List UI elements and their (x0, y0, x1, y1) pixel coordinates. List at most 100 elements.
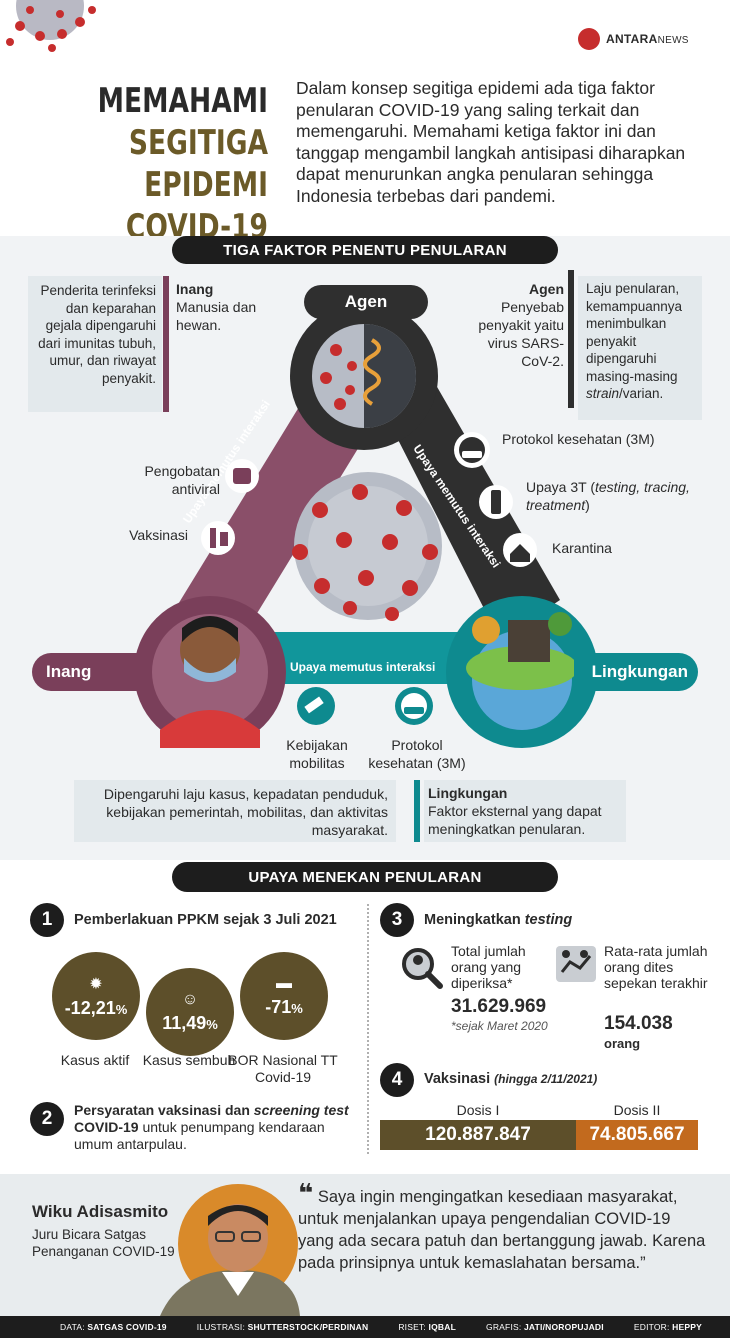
lingkungan-environment-node (446, 596, 598, 748)
stat-value: 11,49 (162, 1012, 207, 1033)
step-4-heading-note: (hingga 2/11/2021) (494, 1072, 598, 1086)
step-2-bold: Persyaratan vaksinasi dan (74, 1102, 254, 1118)
antiviral-pill-icon (225, 459, 259, 493)
inang-definition: Inang Manusia dan hewan. (176, 280, 286, 334)
stat-unit: % (115, 1001, 128, 1017)
stat-label-bor: BOR Nasional TT Covid-19 (228, 1052, 338, 1085)
credit-grafis-value: JATI/NOROPUJADI (524, 1322, 604, 1332)
stat-label-kasus-aktif: Kasus aktif (60, 1052, 130, 1068)
total-tested-label: Total jumlah orang yang diperiksa* (451, 943, 526, 991)
stat-kasus-sembuh: ☺ 11,49% (146, 968, 234, 1056)
step-4-heading-text: Vaksinasi (424, 1071, 495, 1087)
logo-sub: NEWS (657, 35, 689, 46)
section-1-title: TIGA FAKTOR PENENTU PENULARAN (172, 236, 558, 264)
spokesperson-name: Wiku Adisasmito (32, 1202, 169, 1221)
agen-virus-node (290, 302, 438, 450)
stat-unit: % (291, 1000, 303, 1016)
spokesperson-role: Juru Bicara Satgas Penanganan COVID-19 (32, 1227, 175, 1259)
dose-1-label: Dosis I (456, 1102, 500, 1118)
stat-unit: % (206, 1016, 218, 1032)
lingkungan-detail-box: Dipengaruhi laju kasus, kepadatan pendud… (74, 780, 396, 842)
virus-icon: ✹ (89, 975, 103, 993)
weekly-average-label: Rata-rata jumlah orang dites sepekan ter… (604, 943, 708, 991)
stat-kasus-aktif: ✹ -12,21% (52, 952, 140, 1040)
kebijakan-mobilitas-label: Kebijakan mobilitas (286, 737, 348, 771)
antara-logo-icon (578, 28, 600, 50)
quote-mark-icon: ❝ (298, 1178, 314, 1208)
home-quarantine-icon (503, 533, 537, 567)
gavel-policy-icon (297, 687, 335, 725)
lingkungan-definition: Lingkungan Faktor eksternal yang dapat m… (424, 780, 626, 842)
agen-box-strain: strain (586, 386, 620, 401)
antiviral-label: Pengobatan antiviral (144, 463, 220, 497)
inang-definition-text: Manusia dan hewan. (176, 299, 257, 333)
title-line-1: MEMAHAMI (97, 81, 268, 121)
dose-2-value: 74.805.667 (576, 1120, 698, 1150)
step-3-heading-text: Meningkatkan (424, 912, 525, 928)
lingkungan-definition-text: Faktor eksternal yang dapat meningkatkan… (428, 803, 602, 837)
vaksinasi-label: Vaksinasi (129, 527, 188, 543)
agen-heading: Agen (529, 281, 564, 297)
step-4-heading: Vaksinasi (hingga 2/11/2021) (424, 1070, 597, 1088)
test-kit-icon (479, 485, 513, 519)
inang-person-node (134, 596, 286, 748)
interaction-label-bottom: Upaya memutus interaksi (290, 660, 436, 674)
protokol-label-bottom: Protokol kesehatan (3M) (368, 737, 466, 771)
step-2-italic: screening test (253, 1102, 349, 1118)
lingkungan-heading: Lingkungan (428, 785, 508, 801)
3t-suffix: ) (585, 497, 590, 513)
hospital-bed-icon: ▬ (276, 974, 292, 992)
agen-definition: Agen Penyebab penyakit yaitu virus SARS-… (460, 280, 564, 370)
mask-protocol-icon-2 (395, 687, 433, 725)
inang-detail-box: Penderita terinfeksi dan keparahan gejal… (28, 276, 162, 412)
credit-data-value: SATGAS COVID-19 (87, 1322, 167, 1332)
credits-footer: DATA: SATGAS COVID-19 ILUSTRASI: SHUTTER… (0, 1316, 730, 1338)
stat-value: -71 (265, 996, 292, 1017)
step-2-heading: Persyaratan vaksinasi dan screening test… (74, 1102, 364, 1153)
credit-riset-label: RISET: (398, 1322, 426, 1332)
syringe-vaccine-icon (201, 521, 235, 555)
stat-bor-nasional: ▬ -71% (240, 952, 328, 1040)
upaya-3t-label: Upaya 3T (testing, tracing, treatment) (526, 478, 716, 514)
agen-accent-bar (568, 270, 574, 408)
stat-label-kasus-sembuh: Kasus sembuh (142, 1052, 236, 1068)
virus-corner-illustration (6, 0, 96, 52)
inang-pill: Inang (32, 653, 152, 691)
intro-paragraph: Dalam konsep segitiga epidemi ada tiga f… (296, 78, 686, 206)
credit-editor-value: HEPPY (672, 1322, 702, 1332)
inang-accent-bar (163, 276, 169, 412)
credit-data-label: DATA: (60, 1322, 85, 1332)
weekly-average-unit: orang (604, 1036, 641, 1051)
lingkungan-pill: Lingkungan (574, 653, 698, 691)
credit-ilustrasi-value: SHUTTERSTOCK/PERDINAN (247, 1322, 369, 1332)
dose-2-label: Dosis II (613, 1102, 661, 1118)
main-title: MEMAHAMI SEGITIGA EPIDEMI COVID-19 (59, 80, 268, 248)
agen-box-suffix: /varian. (619, 386, 664, 401)
step-2-rest: untuk penumpang kendaraan umum antarpula… (74, 1119, 325, 1152)
center-virus-icon (292, 472, 442, 621)
section-2-divider (367, 904, 369, 1154)
step-number-4: 4 (380, 1063, 414, 1097)
step-3-heading-italic: testing (524, 912, 573, 928)
credit-ilustrasi-label: ILUSTRASI: (196, 1322, 246, 1332)
step-1-heading: Pemberlakuan PPKM sejak 3 Juli 2021 (74, 912, 337, 928)
agen-pill: Agen (304, 285, 428, 319)
agen-definition-text: Penyebab penyakit yaitu virus SARS-CoV-2… (478, 299, 564, 369)
stat-value: -12,21 (64, 997, 116, 1018)
agen-detail-box: Laju penularan, kemampuannya menimbulkan… (578, 276, 702, 420)
quote-text: ❝ Saya ingin mengingatkan kesediaan masy… (298, 1180, 710, 1274)
total-tested-note: *sejak Maret 2020 (451, 1019, 548, 1033)
logo-text: ANTARA (606, 32, 658, 46)
3t-italic: testing, tracing, treatment (526, 479, 690, 513)
karantina-label: Karantina (552, 540, 612, 556)
spokesperson-portrait (160, 1184, 300, 1316)
mask-protocol-icon (454, 432, 490, 468)
weekly-average-value: 154.038 (604, 1013, 673, 1034)
inang-heading: Inang (176, 281, 214, 297)
magnifier-search-icon (402, 948, 443, 989)
epidemic-triangle-diagram (134, 302, 598, 748)
credit-riset-value: IQBAL (428, 1322, 456, 1332)
total-tested-value: 31.629.969 (451, 996, 547, 1017)
quote-body: Saya ingin mengingatkan kesediaan masyar… (298, 1188, 706, 1272)
agen-box-text: Laju penularan, kemampuannya menimbulkan… (586, 281, 683, 384)
